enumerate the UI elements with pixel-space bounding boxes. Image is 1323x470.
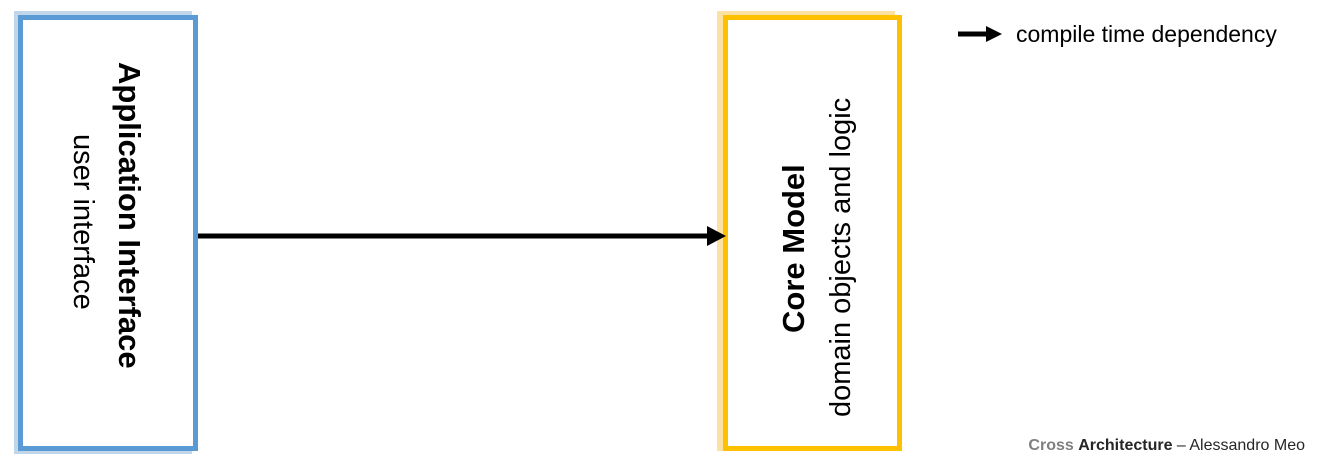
credit-author: Alessandro Meo	[1189, 437, 1305, 454]
credit-word-architecture: Architecture	[1078, 437, 1173, 454]
application-interface-subtitle: user interface	[67, 134, 99, 310]
credit-separator: –	[1172, 437, 1190, 454]
credit-footer: Cross Architecture – Alessandro Meo	[1028, 437, 1305, 455]
credit-word-cross: Cross	[1028, 437, 1074, 454]
legend: compile time dependency	[958, 20, 1277, 48]
application-interface-title: Application Interface	[112, 62, 147, 369]
core-model-subtitle: domain objects and logic	[825, 97, 857, 417]
application-interface-box[interactable]	[18, 15, 198, 451]
core-model-box[interactable]	[723, 15, 902, 451]
core-model-title: Core Model	[776, 164, 811, 333]
legend-label: compile time dependency	[1016, 20, 1277, 47]
arrow-right-icon	[958, 26, 1002, 42]
